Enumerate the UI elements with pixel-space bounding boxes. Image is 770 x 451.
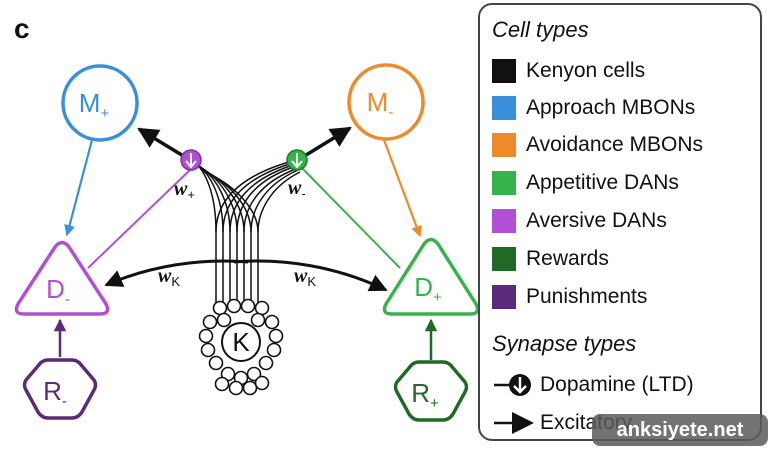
svg-text:D+: D+ — [414, 272, 442, 306]
svg-text:D-: D- — [46, 274, 70, 308]
legend-label: Dopamine (LTD) — [540, 373, 694, 396]
legend-label: Aversive DANs — [526, 209, 667, 232]
kenyon-node-label: K — [232, 327, 250, 357]
legend-label: Appetitive DANs — [526, 171, 679, 194]
d-minus-node: D- — [14, 240, 110, 316]
w-k-right-label: wK — [294, 265, 316, 289]
legend-item-approach-mbons: Approach MBONs — [492, 95, 695, 121]
r-minus-node: R- — [22, 358, 98, 420]
kc-to-d-minus-arrow — [104, 259, 249, 287]
excitatory-arrow-icon — [494, 412, 534, 434]
kc-to-m-minus-arrow — [297, 126, 352, 162]
legend-item-avoidance-mbons: Avoidance MBONs — [492, 132, 703, 158]
w-plus-label: w+ — [174, 178, 195, 202]
legend-swatch — [492, 209, 516, 233]
legend-item-rewards: Rewards — [492, 246, 609, 272]
r-plus-node: R+ — [393, 360, 469, 422]
legend-swatch — [492, 59, 516, 83]
legend-swatch — [492, 285, 516, 309]
legend-item-kenyon-cells: Kenyon cells — [492, 58, 645, 84]
legend-panel: Cell types Kenyon cells Approach MBONs A… — [478, 3, 762, 441]
watermark: anksiyete.net — [592, 414, 768, 446]
legend-swatch — [492, 96, 516, 120]
m-minus-to-d-plus-arrow — [382, 139, 422, 238]
synapse-types-title: Synapse types — [492, 331, 637, 356]
d-plus-node: D+ — [382, 237, 478, 316]
m-plus-node: M+ — [61, 64, 139, 142]
legend-item-dopamine: Dopamine (LTD) — [492, 371, 694, 399]
legend-item-punishments: Punishments — [492, 284, 647, 310]
kenyon-cell-cluster — [198, 298, 284, 396]
legend-swatch — [492, 133, 516, 157]
cell-types-title: Cell types — [492, 17, 589, 42]
legend-swatch — [492, 247, 516, 271]
legend-label: Kenyon cells — [526, 59, 646, 82]
legend-label: Approach MBONs — [526, 96, 696, 119]
panel-letter: c — [14, 13, 30, 44]
svg-text:M+: M+ — [79, 88, 110, 122]
d-minus-to-synapse-line — [87, 169, 191, 269]
kc-to-m-plus-arrow — [137, 127, 191, 162]
m-plus-to-d-minus-arrow — [64, 139, 94, 237]
dopamine-synapse-plus-icon — [180, 149, 202, 171]
legend-item-aversive-dans: Aversive DANs — [492, 208, 667, 234]
dopamine-synapse-icon — [494, 374, 531, 396]
svg-text:M-: M- — [367, 87, 394, 121]
mushroom-body-circuit-diagram: c K — [14, 13, 478, 422]
svg-text:R-: R- — [43, 376, 67, 410]
legend-swatch — [492, 171, 516, 195]
svg-text:R+: R+ — [411, 378, 439, 412]
w-minus-label: w- — [288, 177, 306, 201]
legend-label: Avoidance MBONs — [526, 133, 704, 156]
legend-label: Punishments — [526, 285, 648, 308]
legend-label: Rewards — [526, 247, 609, 270]
d-plus-to-synapse-line — [301, 167, 401, 269]
kc-to-d-plus-arrow — [233, 259, 388, 292]
kenyon-axon-bundle — [191, 159, 301, 303]
m-minus-node: M- — [347, 63, 425, 141]
dopamine-synapse-minus-icon — [286, 149, 308, 171]
w-k-left-label: wK — [158, 265, 180, 289]
legend-item-appetitive-dans: Appetitive DANs — [492, 170, 679, 196]
